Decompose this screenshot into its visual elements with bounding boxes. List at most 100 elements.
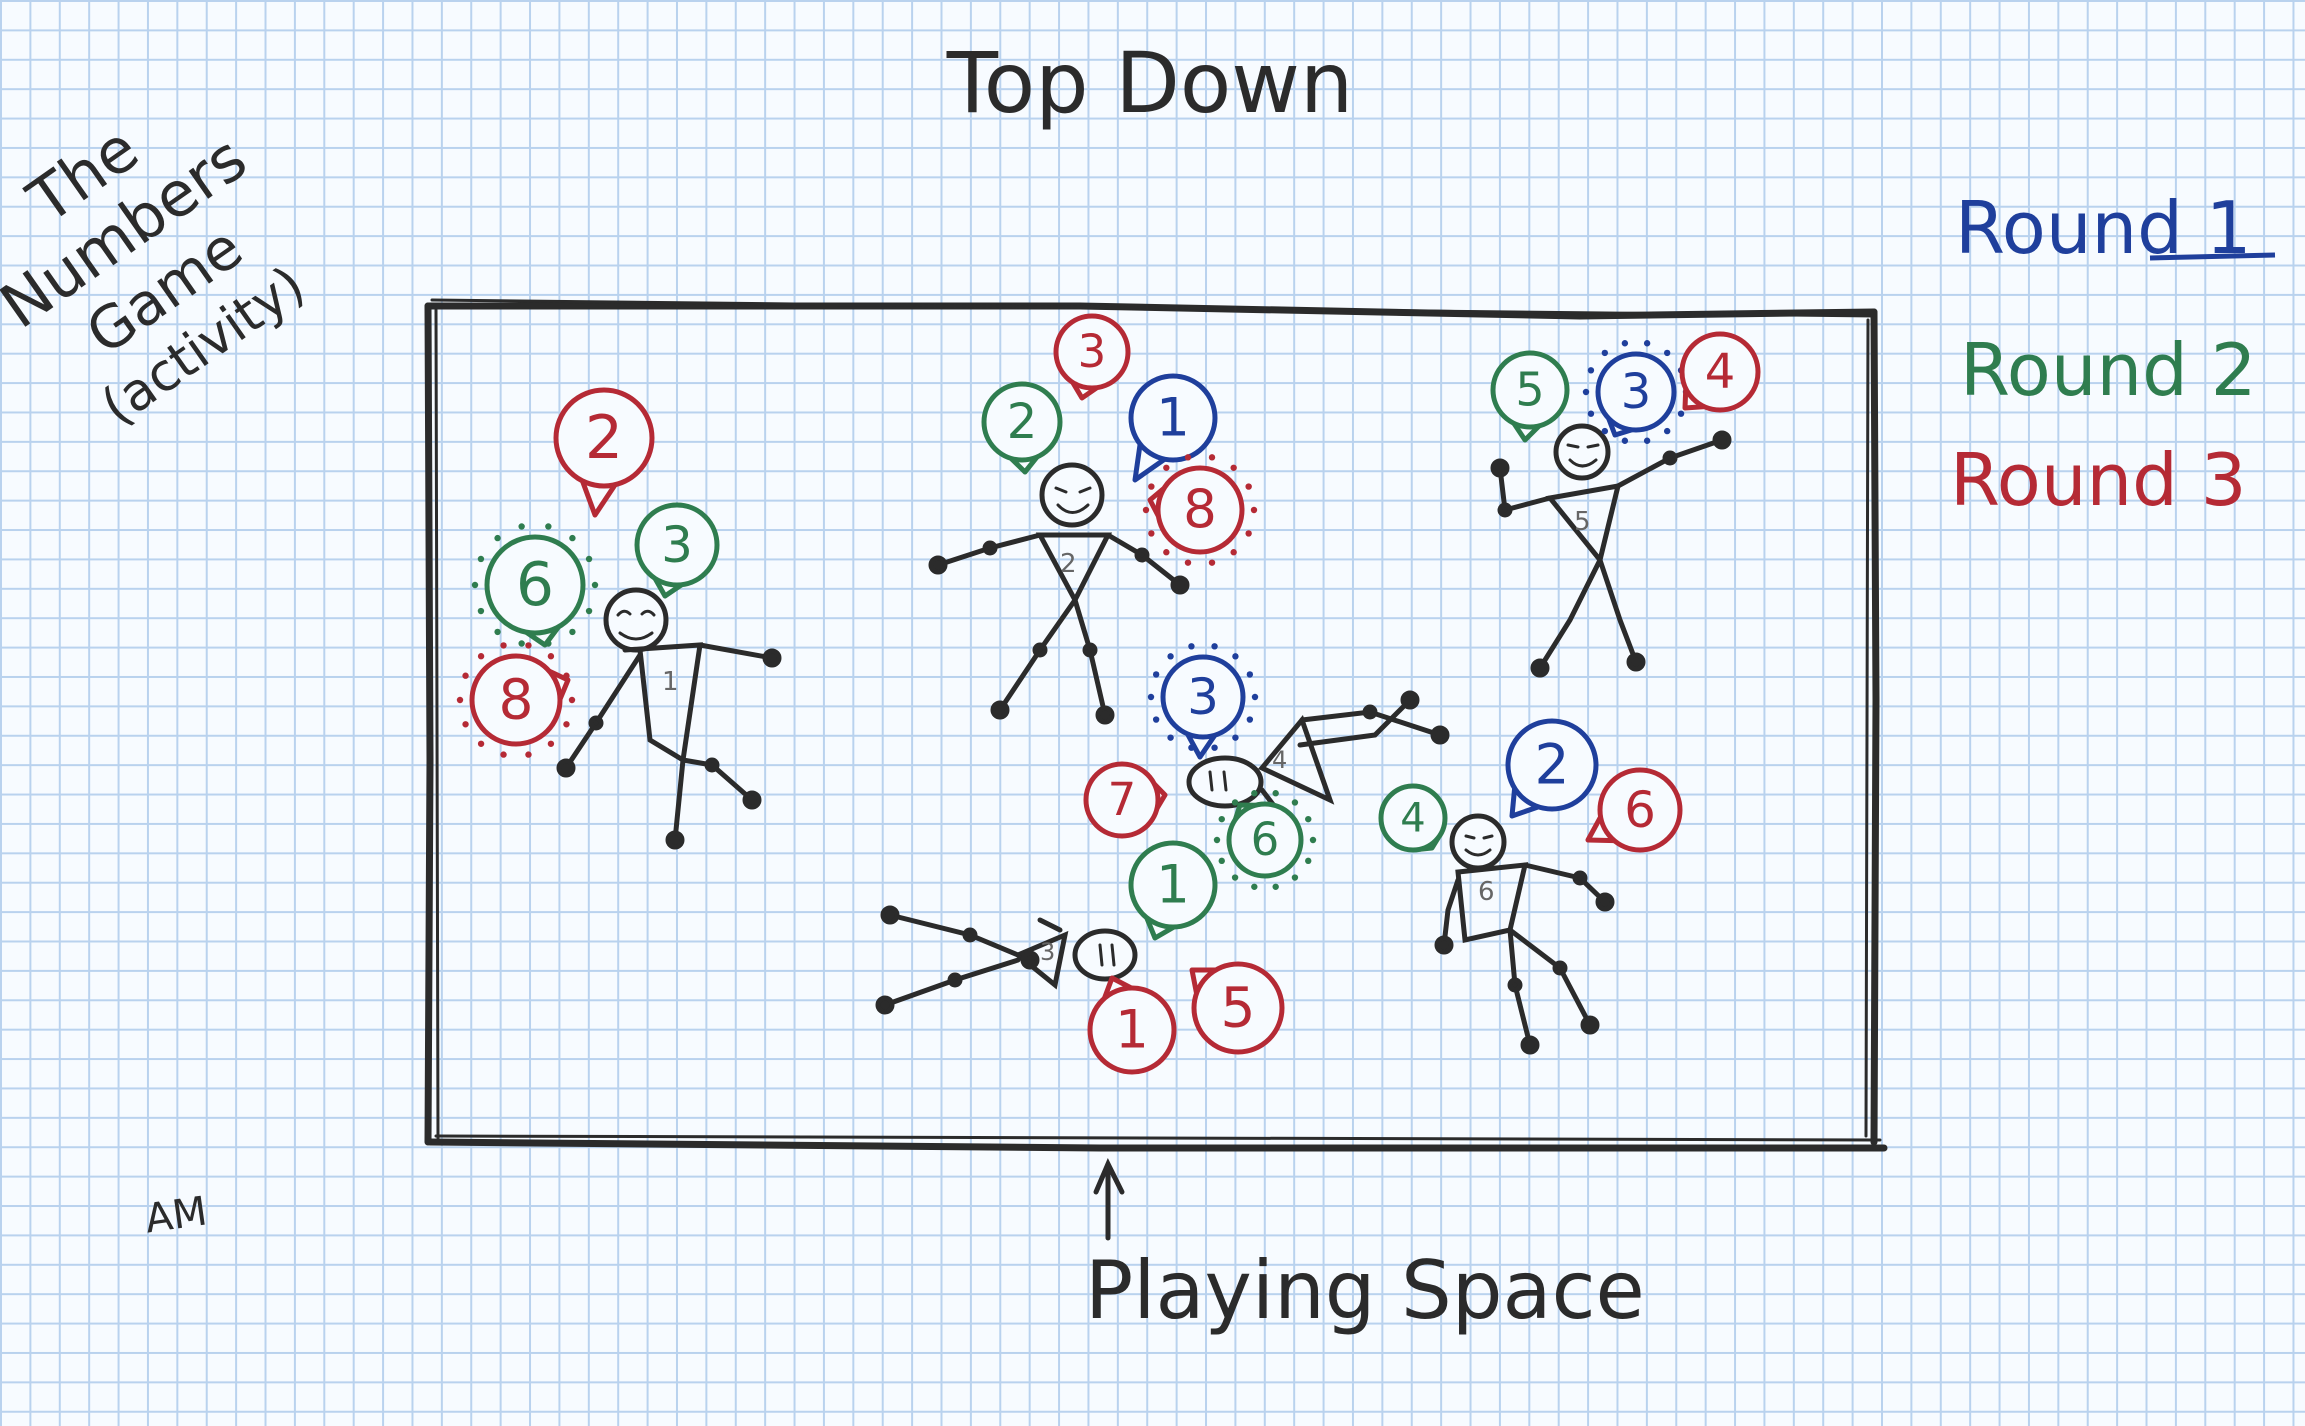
bubble-outline [1083, 761, 1161, 839]
shout-dot [569, 628, 576, 636]
bubble-outline [1378, 783, 1448, 853]
bubble-number: 5 [1515, 363, 1544, 417]
bubble-outline [1191, 961, 1285, 1055]
shout-dot [1232, 653, 1239, 660]
shout-dot [1167, 734, 1174, 741]
shout-dot [1142, 506, 1150, 514]
shout-dot [585, 555, 593, 563]
shout-dot [1184, 454, 1192, 461]
bubble-round1-2: 2 [1505, 718, 1599, 819]
shout-dot [525, 642, 532, 649]
bubble-outline [1595, 351, 1677, 433]
bubble-number: 3 [1078, 325, 1107, 378]
shout-dot [1272, 883, 1279, 890]
bubble-number: 8 [1183, 480, 1217, 541]
arrow-up-icon [1093, 1158, 1125, 1241]
shout-dot [1677, 410, 1685, 417]
bubble-outline [1053, 313, 1131, 391]
bubble-number: 3 [1621, 364, 1652, 420]
shout-dot [471, 581, 479, 589]
shout-dot [1621, 437, 1629, 444]
player-jersey-number: 6 [1478, 877, 1495, 907]
bubble-round3-7: 7 [1083, 761, 1168, 839]
shout-dot [1184, 559, 1192, 566]
legend-round-3: Round 3 [1950, 438, 2247, 522]
shout-dot [1251, 693, 1259, 701]
player-jersey-1: 1 [556, 587, 782, 850]
bubble-round2-6-shout: 6 [1213, 790, 1317, 890]
shout-dot [1251, 883, 1258, 890]
shout-dot [1582, 388, 1590, 396]
shout-dot [1188, 643, 1195, 650]
bubble-outline [469, 653, 563, 747]
bubble-outline [1505, 718, 1599, 812]
shout-dot [1245, 530, 1252, 537]
shout-dot [518, 523, 525, 530]
playing-space [424, 298, 1888, 1152]
shout-dot [494, 628, 501, 636]
bubble-number: 3 [1187, 668, 1219, 726]
shout-dot [1305, 857, 1312, 865]
shout-dot [1587, 410, 1595, 417]
shout-dot [545, 640, 552, 647]
shout-dot [477, 653, 485, 660]
legend: Round 1 Round 2 Round 3 [1950, 186, 2276, 522]
bubble-number: 8 [499, 667, 534, 731]
shout-dot [1621, 340, 1629, 347]
bubble-outline [1128, 840, 1218, 930]
shout-dot [1587, 367, 1595, 374]
shout-dot [1147, 693, 1155, 701]
diagram-title: Top Down [946, 34, 1353, 132]
bubble-number: 6 [516, 550, 554, 620]
player-jersey-number: 1 [662, 667, 679, 697]
player-jersey-number: 4 [1272, 746, 1287, 774]
shout-dot [1663, 427, 1671, 435]
shout-dot [462, 672, 469, 679]
bubble-round3-5: 5 [1189, 961, 1285, 1055]
shout-dot [456, 696, 464, 704]
shout-dot [1309, 836, 1317, 844]
shout-dot [568, 696, 576, 704]
shout-dot [569, 534, 576, 542]
bubble-round1-3-shout: 3 [1582, 340, 1690, 444]
bubble-tail [580, 480, 618, 518]
player-jersey-3: 3 [875, 905, 1138, 1015]
shout-dot [525, 751, 532, 758]
shout-dot [1245, 483, 1252, 490]
shout-dot [1213, 836, 1221, 844]
bubble-number: 2 [1007, 394, 1038, 450]
bubble-number: 5 [1221, 975, 1256, 1039]
shout-dot [1643, 340, 1651, 347]
player-jersey-2: 2 [928, 462, 1190, 725]
legend-round-2: Round 2 [1960, 328, 2257, 412]
player-jersey-number: 2 [1060, 549, 1077, 579]
bubble-round3-8: 8 [456, 642, 576, 758]
shout-dot [1663, 349, 1671, 357]
shout-dot [477, 740, 485, 747]
bubble-round3-1: 1 [1087, 975, 1177, 1075]
shout-dot [518, 640, 525, 647]
shout-dot [1601, 349, 1609, 357]
shout-dot [563, 672, 570, 679]
bubble-round2-4: 4 [1378, 783, 1448, 853]
player-jersey-6: 6 [1434, 813, 1615, 1055]
shout-dot [1163, 549, 1170, 556]
bubble-round1-1: 1 [1128, 373, 1218, 483]
shout-dot [1208, 454, 1216, 461]
shout-dot [1231, 874, 1239, 881]
bubble-round3-2: 2 [553, 387, 655, 518]
shout-dot [477, 555, 485, 563]
shout-dot [1601, 427, 1609, 435]
bubble-round2-6: 6 [471, 523, 599, 648]
shout-dot [547, 740, 555, 747]
bubble-outline [1087, 985, 1177, 1075]
shout-dot [1232, 734, 1239, 741]
shout-dot [1148, 483, 1155, 490]
bubble-round3-4: 4 [1679, 331, 1761, 413]
speech-bubbles: 2 6 3 8 3 2 1 8 5 3 4 3 7 6 4 2 6 1 1 5 [456, 313, 1761, 1075]
bubble-outline [553, 387, 655, 489]
bubble-round2-5: 5 [1490, 350, 1570, 443]
playing-space-label: Playing Space [1085, 1244, 1645, 1337]
bubble-round3-3: 3 [1053, 313, 1131, 401]
shout-dot [1305, 815, 1312, 823]
